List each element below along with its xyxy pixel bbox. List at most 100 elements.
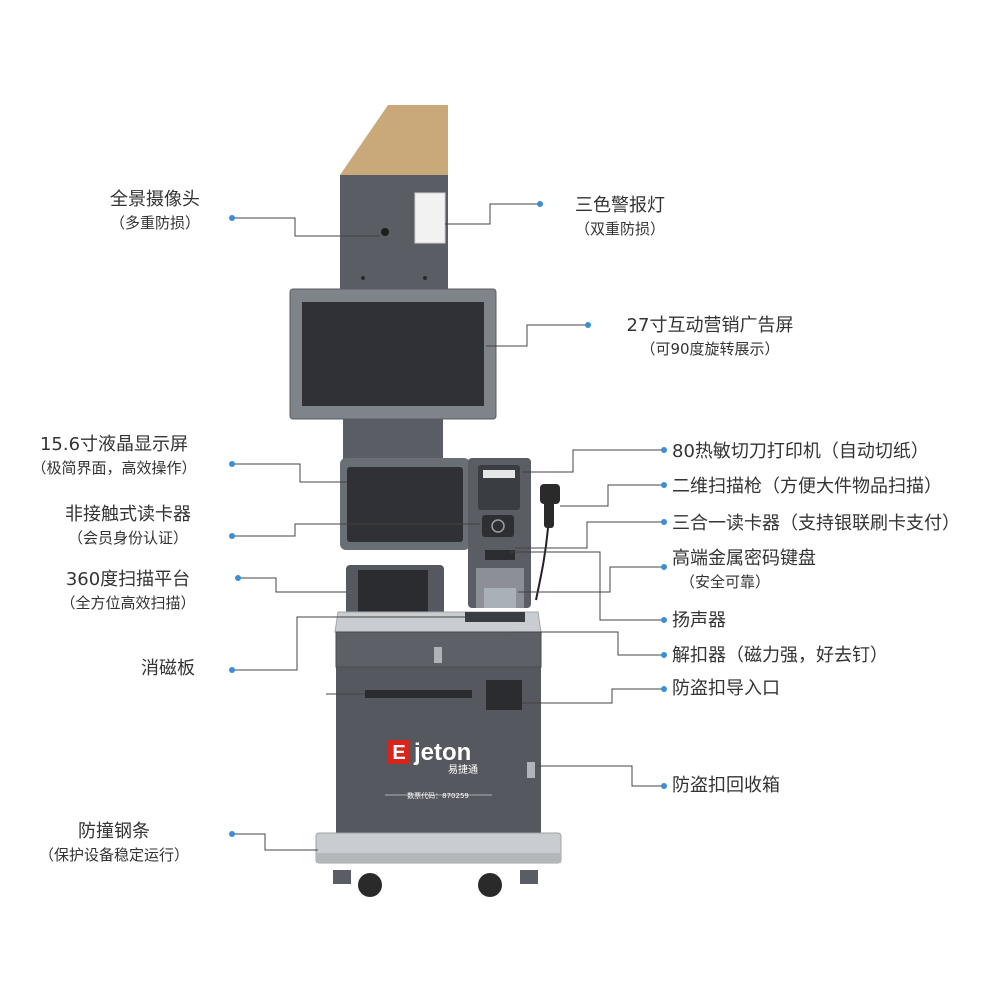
leader-scan — [240, 577, 346, 593]
marker-dot — [661, 783, 667, 789]
label-tag-bin: 防盗扣回收箱 — [672, 774, 780, 798]
label-speaker-title: 扬声器 — [672, 610, 726, 631]
foot — [520, 870, 538, 884]
leader-gun — [560, 484, 664, 507]
label-tag-inlet-title: 防盗扣导入口 — [672, 678, 780, 699]
label-alarm-light: 三色警报灯 （双重防损） — [550, 194, 690, 240]
label-scanner-gun-title: 二维扫描枪（方便大件物品扫描） — [672, 476, 942, 497]
marker-dot — [229, 533, 235, 539]
leader-demag — [234, 616, 465, 671]
label-bumper-sub: （保护设备稳定运行） — [38, 846, 189, 864]
label-camera: 全景摄像头 （多重防损） — [80, 188, 230, 234]
label-camera-title: 全景摄像头 — [110, 189, 200, 210]
label-nfc-title: 非接触式读卡器 — [65, 504, 191, 525]
label-keypad-title: 高端金属密码键盘 — [672, 548, 816, 569]
marker-dot — [229, 831, 235, 837]
leader-nfc — [234, 523, 480, 537]
leader-camera — [234, 217, 380, 237]
label-keypad: 高端金属密码键盘 （安全可靠） — [672, 547, 816, 593]
bin-lock — [527, 762, 535, 778]
marker-dot — [585, 322, 591, 328]
leader-keypad — [518, 566, 664, 593]
label-3in1-title: 三合一读卡器（支持银联刷卡支付） — [672, 513, 960, 534]
label-tag-inlet: 防盗扣导入口 — [672, 677, 780, 701]
leader-printer — [522, 449, 664, 473]
marker-dot — [235, 575, 241, 581]
leader-inlet — [522, 688, 664, 704]
marker-dot — [229, 215, 235, 221]
label-nfc: 非接触式读卡器 （会员身份认证） — [30, 503, 226, 549]
demag-plate — [465, 612, 525, 622]
logo-cn: 易捷通 — [448, 763, 478, 776]
middle-column — [343, 419, 443, 461]
logo-letter: E — [392, 742, 405, 764]
scanner-gun-head — [540, 484, 560, 504]
label-bumper: 防撞钢条 （保护设备稳定运行） — [0, 820, 228, 866]
label-ad-sub: （可90度旋转展示） — [640, 340, 780, 358]
leader-ad — [486, 324, 588, 347]
marker-dot — [661, 617, 667, 623]
label-lcd: 15.6寸液晶显示屏 （极简界面，高效操作） — [0, 433, 228, 479]
keypad — [484, 588, 516, 608]
label-scan-platform: 360度扫描平台 （全方位高效扫描） — [30, 568, 226, 614]
lcd-screen — [347, 467, 463, 542]
label-scan-platform-title: 360度扫描平台 — [65, 569, 191, 590]
marker-dot — [537, 201, 543, 207]
label-unlocker-title: 解扣器（磁力强，好去钉） — [672, 645, 888, 666]
label-3in1-reader: 三合一读卡器（支持银联刷卡支付） — [672, 512, 960, 536]
logo-word: jeton — [413, 739, 471, 766]
marker-dot — [229, 667, 235, 673]
label-alarm-title: 三色警报灯 — [575, 195, 665, 216]
card-slot — [485, 550, 515, 560]
marker-dot — [661, 482, 667, 488]
leader-lines — [234, 203, 664, 851]
ad-screen-display — [302, 302, 484, 406]
leader-3in1 — [515, 521, 664, 549]
tag-inlet-slot — [365, 690, 472, 698]
label-ad-screen: 27寸互动营销广告屏 （可90度旋转展示） — [595, 314, 825, 360]
label-scan-platform-sub: （全方位高效扫描） — [60, 594, 196, 612]
column-screw — [423, 276, 427, 280]
label-printer-title: 80热敏切刀打印机（自动切纸） — [672, 441, 929, 462]
code-text: 数票代码：870259 — [407, 791, 469, 800]
leader-speaker — [510, 551, 664, 621]
marker-dot — [661, 519, 667, 525]
foot — [333, 870, 351, 884]
logo-badge — [388, 740, 410, 764]
label-camera-sub: （多重防损） — [109, 214, 200, 232]
label-scanner-gun: 二维扫描枪（方便大件物品扫描） — [672, 475, 942, 499]
label-nfc-sub: （会员身份认证） — [67, 529, 188, 547]
marker-dot — [661, 652, 667, 658]
label-lcd-title: 15.6寸液晶显示屏 — [39, 434, 189, 455]
scanner-cable — [535, 527, 549, 601]
wheel — [478, 873, 502, 897]
marker-dot — [661, 686, 667, 692]
marker-dot — [229, 461, 235, 467]
leader-alarm — [445, 203, 540, 225]
label-tag-bin-title: 防盗扣回收箱 — [672, 775, 780, 796]
column-screw — [361, 276, 365, 280]
label-ad-title: 27寸互动营销广告屏 — [626, 315, 794, 336]
label-bumper-title: 防撞钢条 — [78, 821, 150, 842]
nfc-symbol — [491, 519, 505, 533]
nfc-reader — [482, 515, 514, 537]
label-demag-title: 消磁板 — [141, 658, 195, 679]
wheel — [358, 873, 382, 897]
label-demag: 消磁板 — [110, 657, 226, 681]
leader-bumper — [234, 833, 318, 851]
leader-unlocker — [508, 631, 664, 656]
drawer-lock — [434, 647, 442, 663]
camera-lens — [381, 228, 389, 236]
label-lcd-sub: （极简界面，高效操作） — [31, 459, 197, 477]
scan-platform-inner — [358, 570, 428, 615]
marker-dot — [661, 447, 667, 453]
leader-bin — [537, 765, 664, 787]
label-printer: 80热敏切刀打印机（自动切纸） — [672, 440, 929, 464]
leader-lcd — [234, 463, 347, 483]
label-speaker: 扬声器 — [672, 609, 726, 633]
label-unlocker: 解扣器（磁力强，好去钉） — [672, 644, 888, 668]
label-keypad-sub: （安全可靠） — [680, 573, 771, 591]
alarm-light — [414, 192, 446, 244]
scanner-gun-handle — [544, 500, 554, 528]
